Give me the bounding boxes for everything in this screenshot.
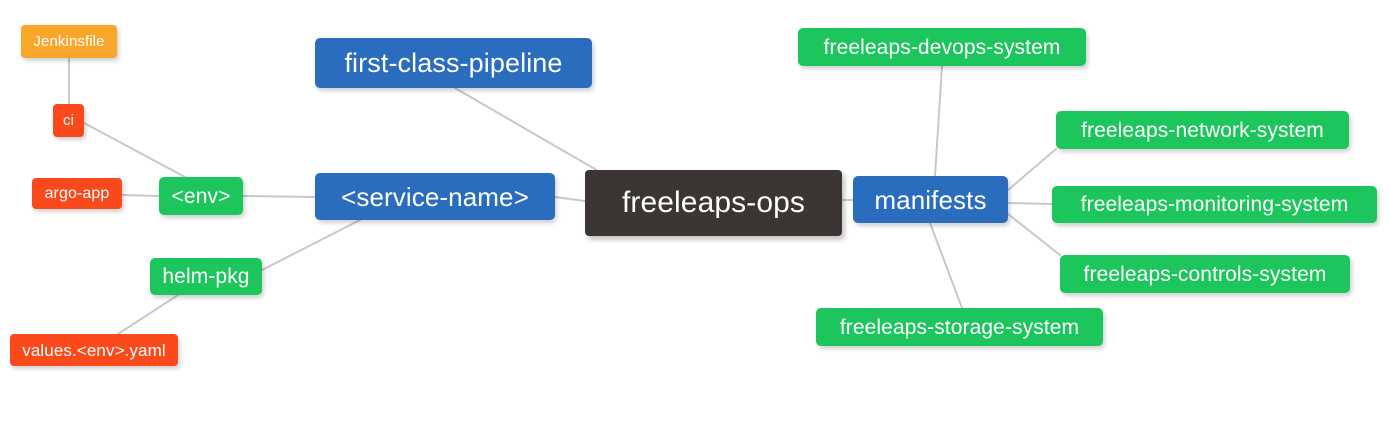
edge-helm-pkg-to-values-env-yaml — [117, 294, 179, 335]
edge-freeleaps-ops-to-first-class-pipeline — [454, 87, 601, 173]
node-freeleaps-controls-system[interactable]: freeleaps-controls-system — [1060, 255, 1350, 293]
edge-manifests-to-freeleaps-storage-system — [929, 222, 963, 309]
node-label: <env> — [171, 184, 231, 208]
edge-manifests-to-freeleaps-monitoring-system — [1007, 202, 1053, 205]
edge-manifests-to-freeleaps-devops-system — [934, 65, 943, 177]
node-label: freeleaps-ops — [621, 186, 806, 219]
node-label: freeleaps-controls-system — [1083, 262, 1327, 286]
node-label: Jenkinsfile — [33, 33, 105, 50]
node-freeleaps-monitoring-system[interactable]: freeleaps-monitoring-system — [1052, 186, 1377, 223]
edge-freeleaps-ops-to-service-name — [554, 196, 586, 202]
node-label: first-class-pipeline — [344, 47, 563, 78]
edge-manifests-to-freeleaps-network-system — [1007, 148, 1057, 191]
node-label: freeleaps-storage-system — [839, 315, 1080, 339]
node-label: freeleaps-monitoring-system — [1080, 193, 1349, 216]
node-ci[interactable]: ci — [53, 104, 84, 137]
node-label: argo-app — [44, 184, 110, 202]
node-label: manifests — [874, 184, 987, 215]
node-env[interactable]: <env> — [159, 177, 243, 215]
node-freeleaps-storage-system[interactable]: freeleaps-storage-system — [816, 308, 1103, 346]
node-manifests[interactable]: manifests — [853, 176, 1008, 223]
edge-service-name-to-env — [242, 195, 316, 198]
node-freeleaps-devops-system[interactable]: freeleaps-devops-system — [798, 28, 1086, 66]
edge-service-name-to-helm-pkg — [261, 219, 361, 271]
node-first-class-pipeline[interactable]: first-class-pipeline — [315, 38, 592, 88]
node-label: helm-pkg — [162, 265, 250, 288]
node-argo-app[interactable]: argo-app — [32, 178, 122, 209]
node-service-name[interactable]: <service-name> — [315, 173, 555, 220]
node-freeleaps-ops[interactable]: freeleaps-ops — [585, 170, 842, 236]
node-label: <service-name> — [341, 181, 529, 212]
node-label: freeleaps-network-system — [1081, 118, 1324, 142]
edge-env-to-ci — [83, 122, 186, 178]
node-label: freeleaps-devops-system — [823, 35, 1061, 59]
edge-env-to-argo-app — [121, 194, 160, 197]
node-label: values.<env>.yaml — [22, 340, 166, 360]
node-helm-pkg[interactable]: helm-pkg — [150, 258, 262, 295]
node-freeleaps-network-system[interactable]: freeleaps-network-system — [1056, 111, 1349, 149]
node-values-env-yaml[interactable]: values.<env>.yaml — [10, 334, 178, 366]
node-label: ci — [62, 112, 75, 129]
node-jenkinsfile[interactable]: Jenkinsfile — [21, 25, 117, 58]
